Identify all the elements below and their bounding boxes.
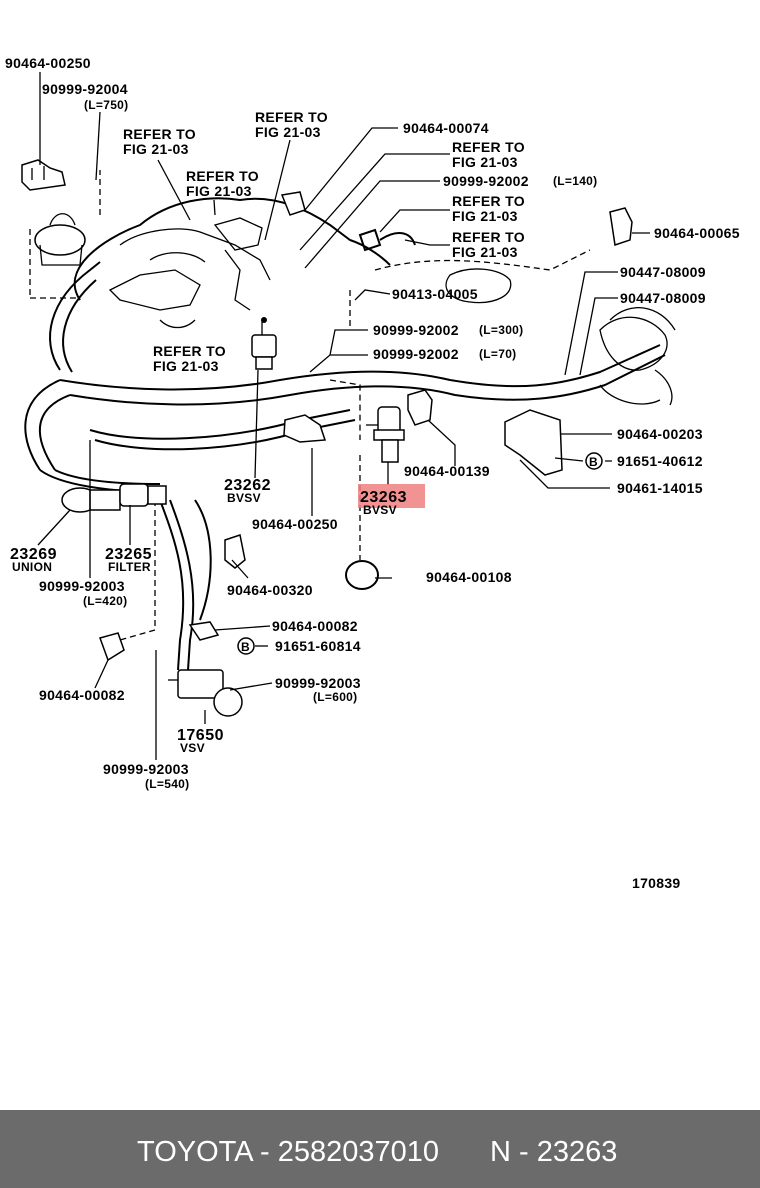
label-refer-to-1: REFER TO (255, 109, 328, 125)
label-90464-00203: 90464-00203 (617, 426, 703, 442)
part-labels: 90464-00250 90999-92004 (L=750) REFER TO… (5, 55, 740, 891)
part-union-23269 (61, 487, 121, 513)
part-vsv-17650 (168, 669, 243, 717)
part-clip-90464-00082-right (188, 621, 220, 641)
label-90464-00074: 90464-00074 (403, 120, 489, 136)
label-90464-00065: 90464-00065 (654, 225, 740, 241)
part-clip-90464-00250-top (21, 159, 66, 191)
leader-lines (37, 72, 650, 760)
label-90999-92002-l300: 90999-92002 (373, 322, 459, 338)
label-90464-00250-top: 90464-00250 (5, 55, 91, 71)
label-90999-92002-l70: 90999-92002 (373, 346, 459, 362)
label-fig-21-03-3: FIG 21-03 (186, 183, 252, 199)
label-l70: (L=70) (479, 347, 516, 361)
label-90461-14015: 90461-14015 (617, 480, 703, 496)
diagram-number: 170839 (632, 875, 681, 891)
part-egr-valve (34, 213, 86, 266)
footer-bar: TOYOTA - 2582037010 N - 23263 (0, 1110, 760, 1188)
part-clip-90464-00074 (280, 191, 306, 216)
label-l140: (L=140) (553, 174, 597, 188)
part-clip-90464-00082-left (99, 632, 125, 662)
label-l300: (L=300) (479, 323, 523, 337)
label-refer-to-6: REFER TO (452, 229, 525, 245)
label-bvsv-23263: BVSV (363, 503, 397, 517)
part-bvsv-23262 (251, 317, 277, 370)
label-bvsv-23262: BVSV (227, 491, 261, 505)
label-refer-to-7: REFER TO (153, 343, 226, 359)
label-vsv: VSV (180, 741, 205, 755)
label-refer-to-2: REFER TO (123, 126, 196, 142)
label-17650: 17650 (177, 727, 224, 744)
label-90464-00320: 90464-00320 (227, 582, 313, 598)
label-l540: (L=540) (145, 777, 189, 791)
label-90464-00082-left: 90464-00082 (39, 687, 125, 703)
label-90999-92004: 90999-92004 (42, 81, 128, 97)
bolt-marker-91651-40612: B (585, 452, 603, 470)
label-23265: 23265 (105, 546, 152, 563)
part-filter-23265 (119, 483, 167, 507)
part-clip-90464-00320 (224, 534, 246, 569)
label-union: UNION (12, 560, 52, 574)
part-clip-90464-00065 (609, 207, 633, 246)
label-fig-21-03-7: FIG 21-03 (153, 358, 219, 374)
label-91651-60814: 91651-60814 (275, 638, 361, 654)
bolt-marker-letter: B (589, 455, 598, 469)
part-clip-90464-00250-mid (283, 414, 327, 443)
label-90464-00139: 90464-00139 (404, 463, 490, 479)
label-l600: (L=600) (313, 690, 357, 704)
footer-reference-number: N - 23263 (490, 1136, 618, 1168)
part-clip-90464-00139 (407, 389, 433, 426)
label-fig-21-03-6: FIG 21-03 (452, 244, 518, 260)
highlight-23263 (358, 484, 425, 508)
label-l750: (L=750) (84, 98, 128, 112)
label-91651-40612: 91651-40612 (617, 453, 703, 469)
label-90447-08009-b: 90447-08009 (620, 290, 706, 306)
label-90999-92003-l540: 90999-92003 (103, 761, 189, 777)
parts-diagram: B B 90464-00250 90999-92004 (L=750) REFE… (5, 55, 740, 891)
label-fig-21-03-4: FIG 21-03 (452, 154, 518, 170)
bolt-marker-91651-60814: B (237, 637, 255, 655)
label-fig-21-03-5: FIG 21-03 (452, 208, 518, 224)
label-23263: 23263 (360, 489, 407, 506)
label-90999-92003-l420: 90999-92003 (39, 578, 125, 594)
label-23269: 23269 (10, 546, 57, 563)
footer-brand-part-number: TOYOTA - 2582037010 (137, 1136, 440, 1168)
label-90413-04005: 90413-04005 (392, 286, 478, 302)
label-fig-21-03-2: FIG 21-03 (123, 141, 189, 157)
label-90464-00108: 90464-00108 (426, 569, 512, 585)
label-filter: FILTER (108, 560, 151, 574)
label-l420: (L=420) (83, 594, 127, 608)
label-refer-to-4: REFER TO (452, 139, 525, 155)
label-90999-92002-l140: 90999-92002 (443, 173, 529, 189)
bolt-marker-letter: B (241, 640, 250, 654)
part-hose-clamp-90464-00108 (345, 560, 392, 590)
part-bracket-90461-14015 (504, 409, 563, 476)
label-90464-00082-right: 90464-00082 (272, 618, 358, 634)
label-90999-92003-l600: 90999-92003 (275, 675, 361, 691)
label-fig-21-03-1: FIG 21-03 (255, 124, 321, 140)
part-bvsv-23263 (366, 406, 405, 463)
label-23262: 23262 (224, 477, 271, 494)
label-refer-to-5: REFER TO (452, 193, 525, 209)
label-refer-to-3: REFER TO (186, 168, 259, 184)
label-90447-08009-a: 90447-08009 (620, 264, 706, 280)
label-90464-00250-mid: 90464-00250 (252, 516, 338, 532)
